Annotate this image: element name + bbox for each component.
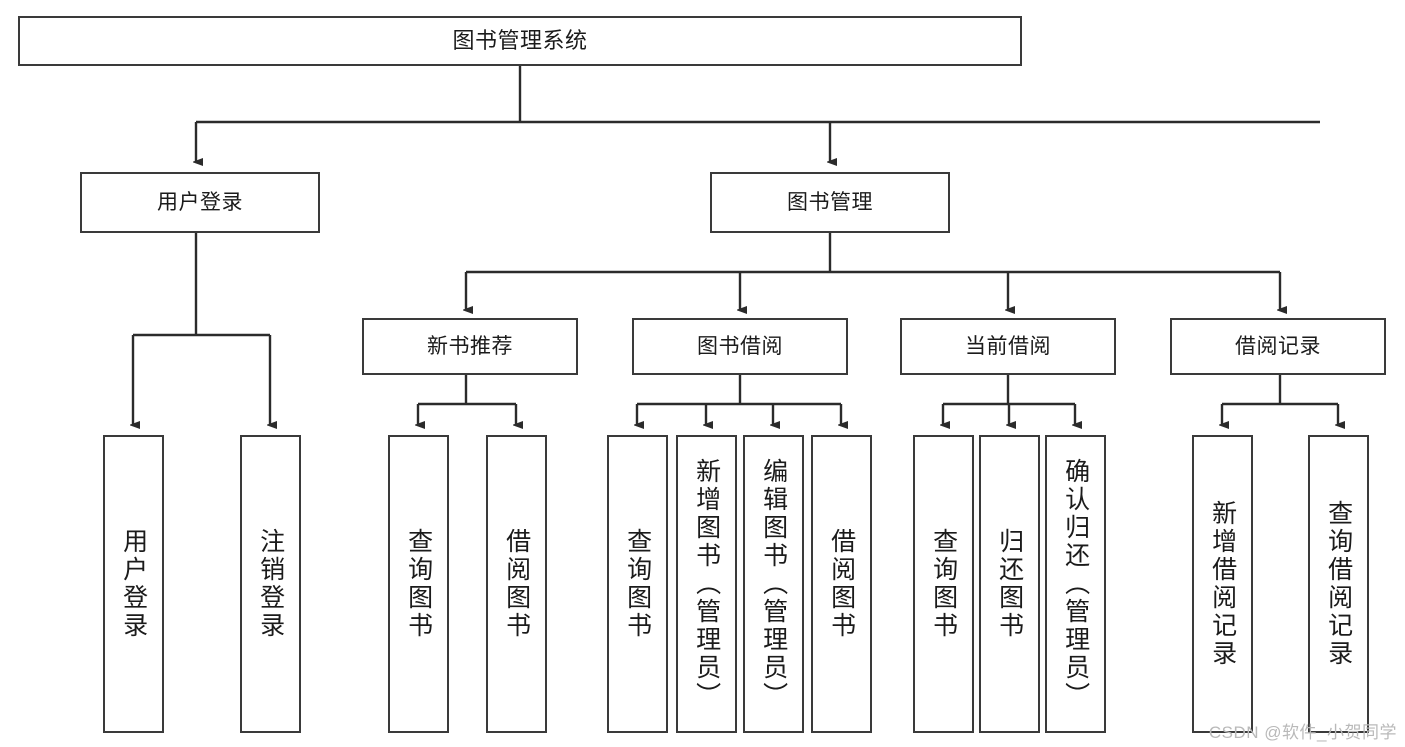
node-user-login[interactable]: 用户登录 (80, 172, 320, 233)
node-label: 新增图书（管理员） (692, 458, 721, 710)
leaf-query-book-3[interactable]: 查询图书 (913, 435, 974, 733)
node-label: 编辑图书（管理员） (759, 458, 788, 710)
leaf-add-record[interactable]: 新增借阅记录 (1192, 435, 1253, 733)
node-label: 查询借阅记录 (1324, 500, 1353, 668)
node-label: 当前借阅 (965, 334, 1051, 358)
node-book-management[interactable]: 图书管理 (710, 172, 950, 233)
leaf-add-book[interactable]: 新增图书（管理员） (676, 435, 737, 733)
csdn-watermark: CSDN @软件_小贺同学 (1208, 723, 1397, 742)
leaf-query-book-1[interactable]: 查询图书 (388, 435, 449, 733)
node-book-borrow[interactable]: 图书借阅 (632, 318, 848, 375)
node-label: 注销登录 (256, 528, 285, 640)
node-label: 确认归还（管理员） (1061, 458, 1090, 710)
node-label: 图书管理系统 (452, 28, 588, 54)
node-label: 新增借阅记录 (1208, 500, 1237, 668)
node-label: 借阅图书 (827, 528, 856, 640)
node-label: 查询图书 (929, 528, 958, 640)
node-label: 查询图书 (623, 528, 652, 640)
leaf-borrow-book-1[interactable]: 借阅图书 (486, 435, 547, 733)
node-root-book-management-system[interactable]: 图书管理系统 (18, 16, 1022, 66)
node-label: 图书管理 (787, 190, 873, 214)
node-label: 图书借阅 (697, 334, 783, 358)
node-label: 用户登录 (157, 190, 243, 214)
leaf-query-book-2[interactable]: 查询图书 (607, 435, 668, 733)
node-label: 借阅记录 (1235, 334, 1321, 358)
node-borrow-record[interactable]: 借阅记录 (1170, 318, 1386, 375)
leaf-edit-book[interactable]: 编辑图书（管理员） (743, 435, 804, 733)
node-current-borrow[interactable]: 当前借阅 (900, 318, 1116, 375)
node-new-book-recommend[interactable]: 新书推荐 (362, 318, 578, 375)
leaf-query-record[interactable]: 查询借阅记录 (1308, 435, 1369, 733)
leaf-return-book[interactable]: 归还图书 (979, 435, 1040, 733)
leaf-logout-login[interactable]: 注销登录 (240, 435, 301, 733)
leaf-borrow-book-2[interactable]: 借阅图书 (811, 435, 872, 733)
node-label: 用户登录 (119, 528, 148, 640)
leaf-user-login[interactable]: 用户登录 (103, 435, 164, 733)
node-label: 归还图书 (995, 528, 1024, 640)
leaf-confirm-return[interactable]: 确认归还（管理员） (1045, 435, 1106, 733)
node-label: 查询图书 (404, 528, 433, 640)
node-label: 借阅图书 (502, 528, 531, 640)
node-label: 新书推荐 (427, 334, 513, 358)
